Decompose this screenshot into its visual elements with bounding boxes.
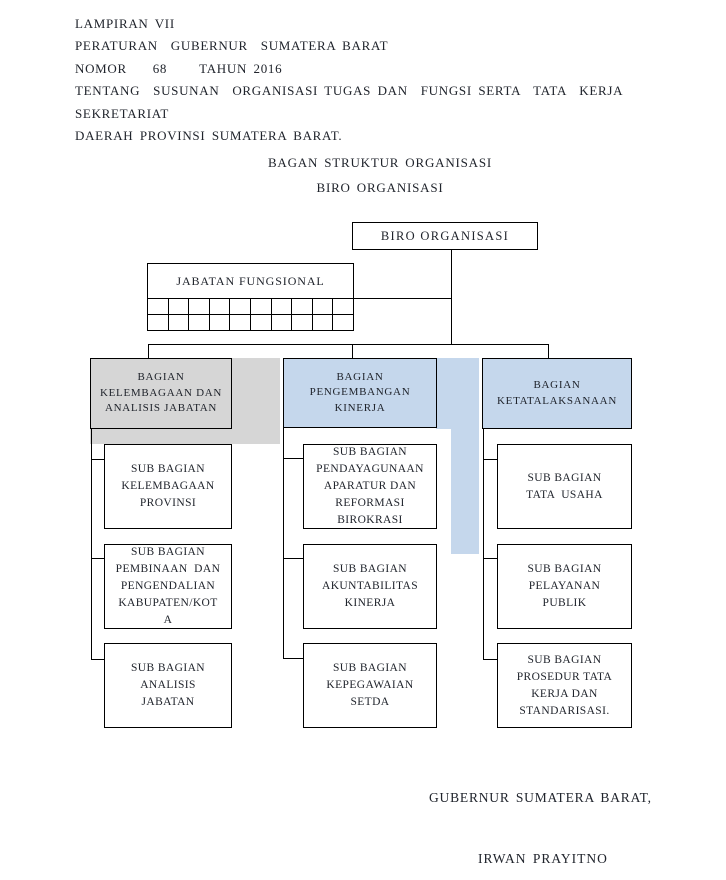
grid-cell	[292, 299, 313, 315]
grid-cell	[251, 299, 272, 315]
stub-sub-3-3	[483, 659, 498, 660]
sub-box-label: SUB BAGIAN PELAYANAN PUBLIK	[527, 563, 602, 609]
division-box-pengembangan-kinerja: BAGIAN PENGEMBANGAN KINERJA	[283, 358, 437, 428]
jabatan-fungsional-grid	[147, 298, 354, 331]
signature-name: IRWAN PRAYITNO	[478, 851, 608, 866]
connector-divisions-horizontal	[148, 344, 549, 345]
sub-box-label: SUB BAGIAN KEPEGAWAIAN SETDA	[326, 662, 414, 708]
grid-cell	[271, 315, 293, 331]
highlight-band-blue-wide	[436, 358, 479, 429]
stub-sub-1-2	[91, 558, 105, 559]
sub-box-label: SUB BAGIAN AKUNTABILITAS KINERJA	[322, 563, 418, 609]
grid-cell	[189, 315, 210, 331]
grid-cell	[271, 299, 293, 315]
grid-cell	[168, 299, 190, 315]
grid-cell	[148, 315, 169, 331]
stub-sub-1-3	[91, 659, 105, 660]
stub-sub-3-1	[483, 459, 498, 460]
grid-cell	[251, 315, 272, 331]
connector-jabatan-horizontal	[353, 298, 452, 299]
grid-cell	[209, 315, 231, 331]
division-label: BAGIAN KELEMBAGAAN DAN ANALISIS JABATAN	[99, 371, 223, 415]
connector-stub-division-1	[148, 344, 149, 359]
connector-stub-division-2	[352, 344, 353, 359]
stub-sub-3-2	[483, 558, 498, 559]
grid-cell	[292, 315, 313, 331]
org-box-jabatan-fungsional: JABATAN FUNGSIONAL	[147, 263, 354, 299]
division-box-ketatalaksanaan: BAGIAN KETATALAKSANAAN	[482, 358, 632, 429]
grid-cell	[333, 299, 354, 315]
page-title: BAGAN STRUKTUR ORGANISASI BIRO ORGANISAS…	[267, 155, 493, 195]
sub-box-pelayanan-publik: SUB BAGIAN PELAYANAN PUBLIK	[497, 544, 632, 629]
trunk-division-2	[283, 427, 284, 659]
sub-box-tata-usaha: SUB BAGIAN TATA USAHA	[497, 444, 632, 529]
stub-sub-2-3	[283, 658, 304, 659]
sub-box-kelembagaan-provinsi: SUB BAGIAN KELEMBAGAAN PROVINSI	[104, 444, 232, 529]
grid-cell	[168, 315, 190, 331]
division-label: BAGIAN PENGEMBANGAN KINERJA	[309, 370, 411, 414]
jabatan-fungsional-label: JABATAN FUNGSIONAL	[176, 273, 325, 288]
grid-cell	[148, 299, 169, 315]
sub-box-kepegawaian-setda: SUB BAGIAN KEPEGAWAIAN SETDA	[303, 643, 437, 728]
sub-box-label: SUB BAGIAN TATA USAHA	[526, 471, 603, 501]
stub-sub-1-1	[91, 459, 105, 460]
sub-box-label: SUB BAGIAN PENDAYAGUNAAN APARATUR DAN RE…	[316, 446, 424, 526]
connector-root-vertical	[451, 249, 452, 345]
sub-box-label: SUB BAGIAN PROSEDUR TATA KERJA DAN STAND…	[516, 653, 613, 717]
grid-cell	[312, 315, 334, 331]
document-header: LAMPIRAN VII PERATURAN GUBERNUR SUMATERA…	[75, 16, 623, 144]
org-box-biro-organisasi: BIRO ORGANISASI	[352, 222, 538, 250]
grid-cell	[333, 315, 354, 331]
sub-box-pembinaan-pengendalian: SUB BAGIAN PEMBINAAN DAN PENGENDALIAN KA…	[104, 544, 232, 629]
grid-cell	[230, 299, 251, 315]
grid-cell	[189, 299, 210, 315]
grid-cell	[209, 299, 231, 315]
stub-sub-2-1	[283, 458, 304, 459]
trunk-division-1	[91, 428, 92, 660]
highlight-band-blue-narrow	[451, 428, 479, 554]
sub-box-akuntabilitas-kinerja: SUB BAGIAN AKUNTABILITAS KINERJA	[303, 544, 437, 629]
division-label: BAGIAN KETATALAKSANAAN	[497, 379, 617, 407]
sub-box-analisis-jabatan: SUB BAGIAN ANALISIS JABATAN	[104, 643, 232, 728]
signature-title: GUBERNUR SUMATERA BARAT,	[429, 790, 652, 805]
division-box-kelembagaan: BAGIAN KELEMBAGAAN DAN ANALISIS JABATAN	[90, 358, 232, 429]
sub-box-label: SUB BAGIAN PEMBINAAN DAN PENGENDALIAN KA…	[115, 546, 221, 626]
grid-cell	[230, 315, 251, 331]
sub-box-prosedur-standarisasi: SUB BAGIAN PROSEDUR TATA KERJA DAN STAND…	[497, 643, 632, 728]
sub-box-pendayagunaan-aparatur: SUB BAGIAN PENDAYAGUNAAN APARATUR DAN RE…	[303, 444, 437, 529]
sub-box-label: SUB BAGIAN KELEMBAGAAN PROVINSI	[121, 463, 215, 509]
sub-box-label: SUB BAGIAN ANALISIS JABATAN	[131, 662, 205, 708]
stub-sub-2-2	[283, 558, 304, 559]
trunk-division-3	[483, 428, 484, 660]
connector-stub-division-3	[548, 344, 549, 359]
grid-cell	[312, 299, 334, 315]
org-box-biro-label: BIRO ORGANISASI	[380, 228, 510, 243]
